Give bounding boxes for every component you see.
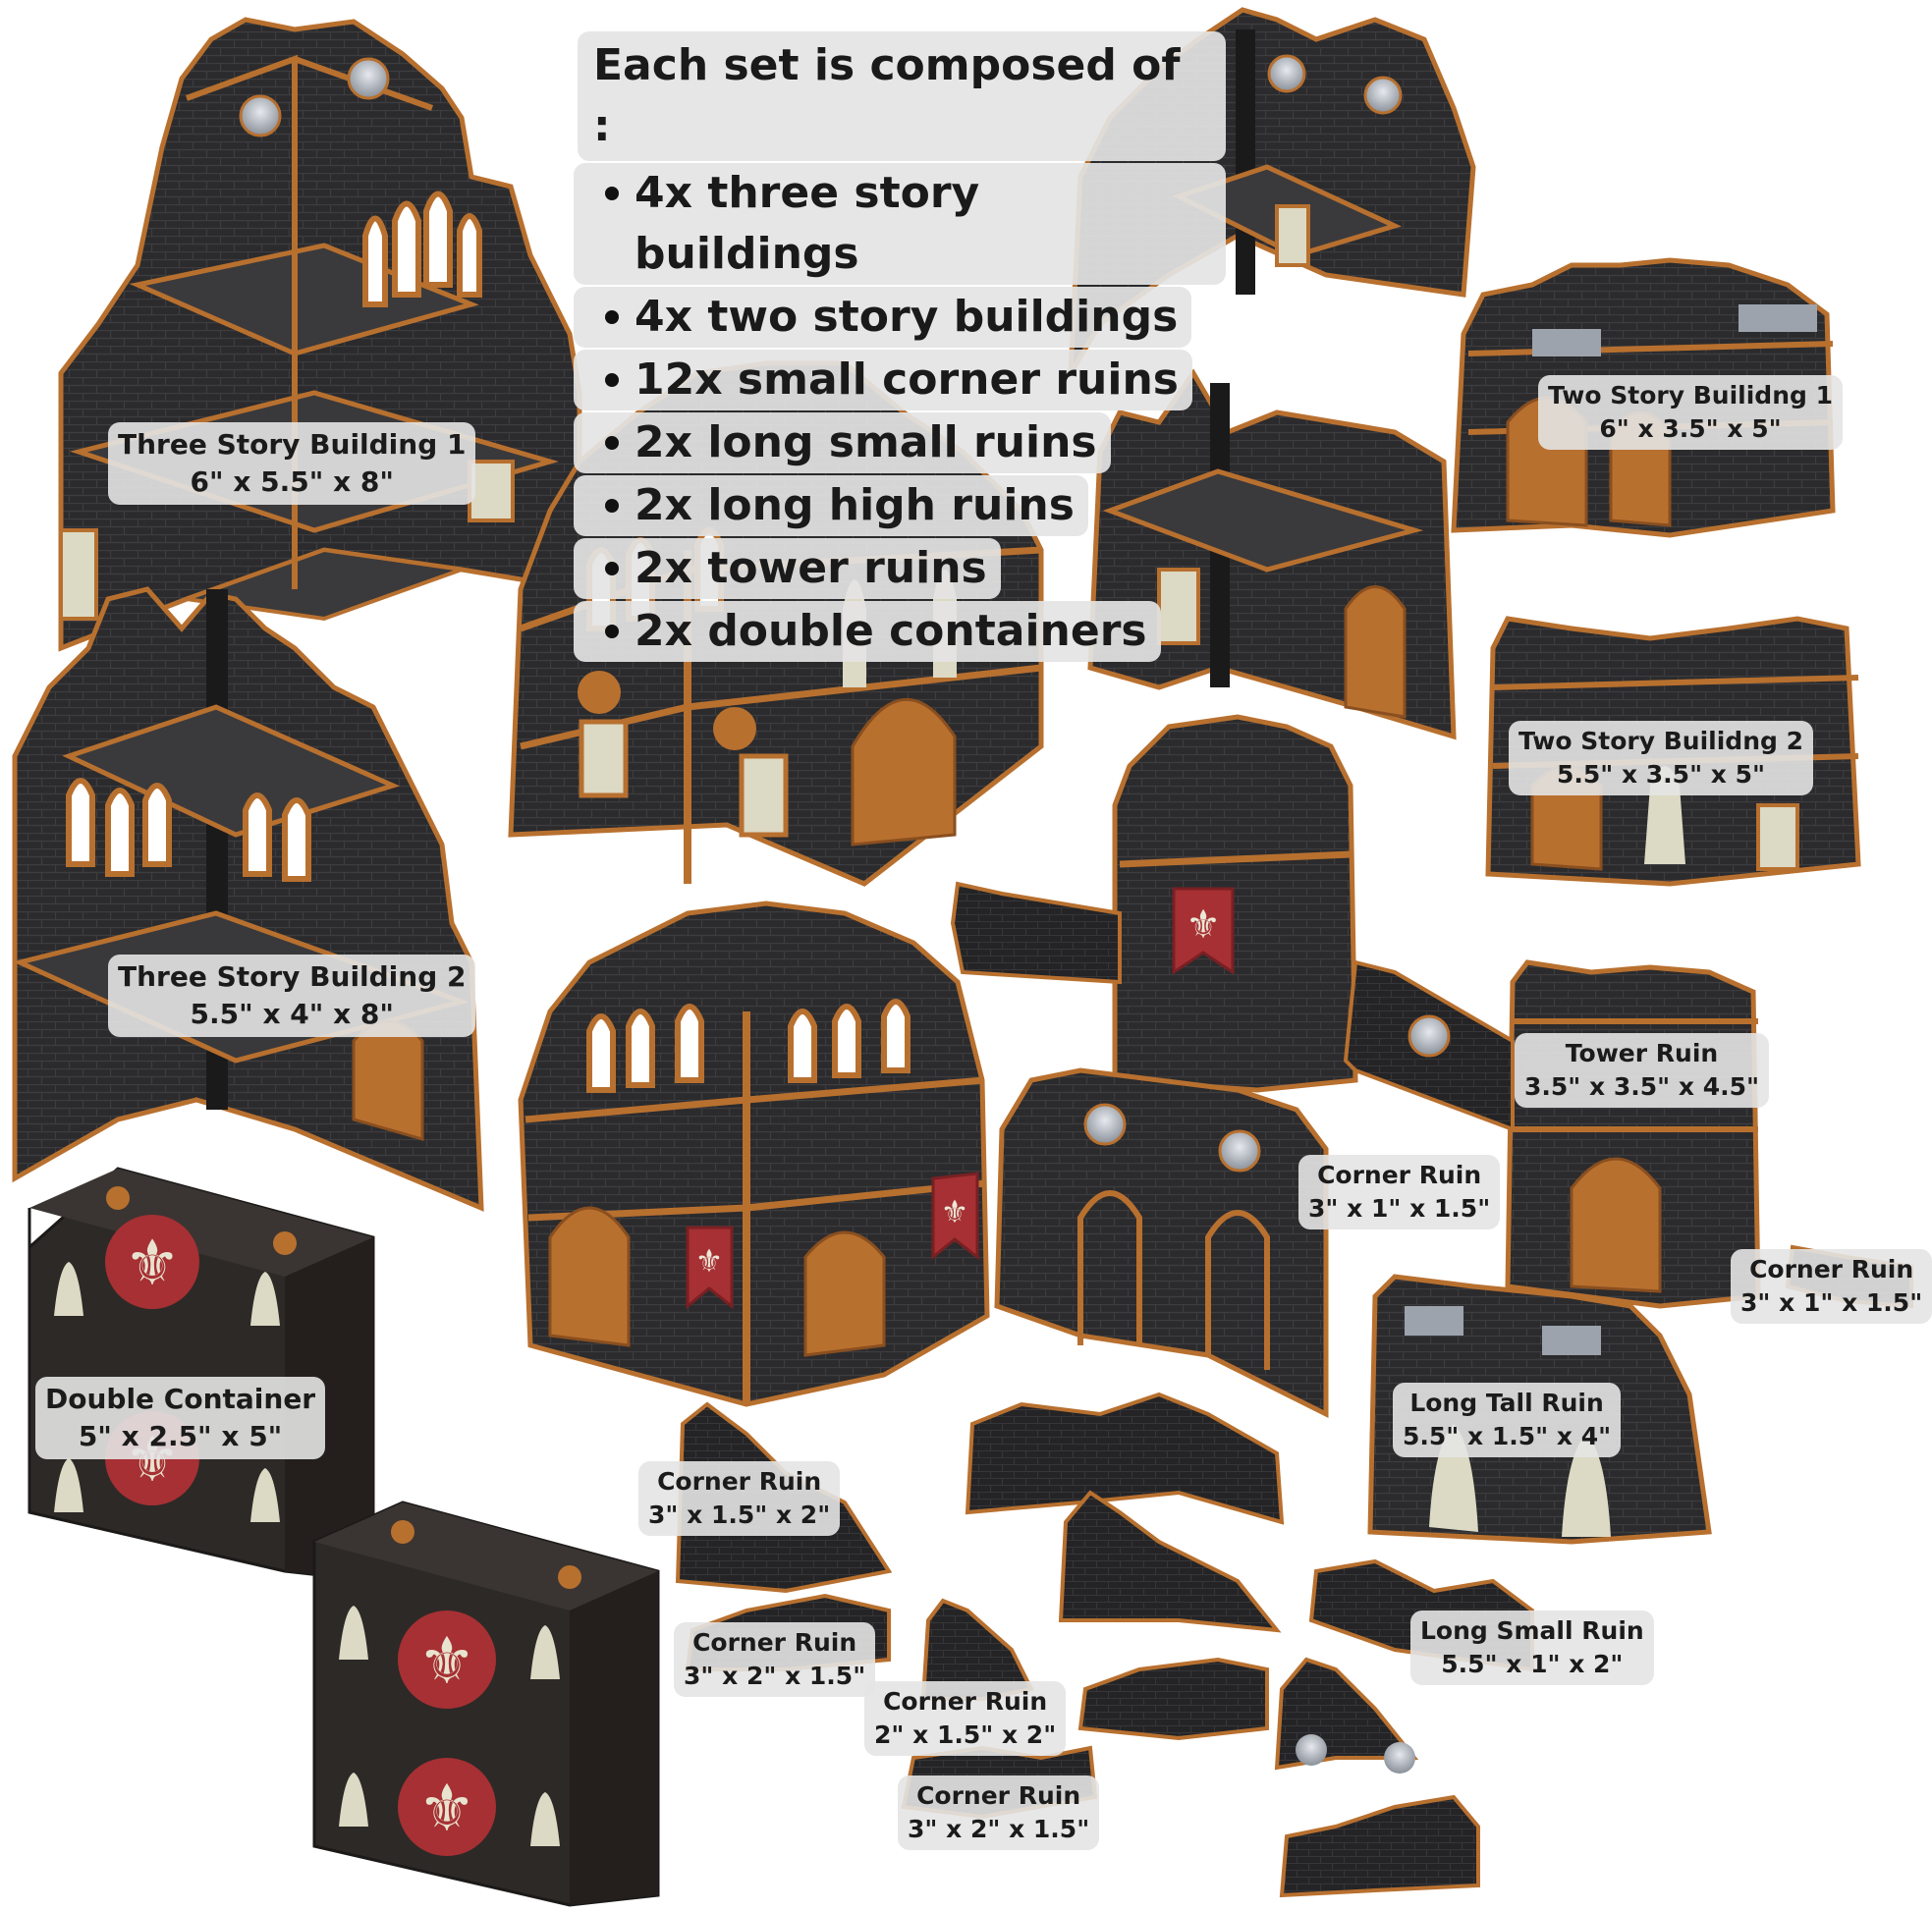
list-item: 2x long high ruins <box>574 475 1226 536</box>
list-item: 4x two story buildings <box>574 287 1226 348</box>
list-item: 2x double containers <box>574 601 1226 662</box>
label-corner-ruin-f: Corner Ruin 3" x 2" x 1.5" <box>898 1775 1100 1850</box>
svg-text:⚜: ⚜ <box>417 1771 475 1846</box>
label-long-tall-ruin: Long Tall Ruin 5.5" x 1.5" x 4" <box>1393 1383 1622 1457</box>
double-container-1: ⚜ ⚜ <box>28 1167 375 1583</box>
label-three-story-building-1: Three Story Building 1 6" x 5.5" x 8" <box>108 422 476 505</box>
label-corner-ruin-d: Corner Ruin 3" x 2" x 1.5" <box>674 1622 876 1697</box>
label-three-story-building-2: Three Story Building 2 5.5" x 4" x 8" <box>108 955 476 1037</box>
list-item: 4x three story buildings <box>574 163 1226 285</box>
bullet-icon <box>605 562 619 575</box>
middle-corner-building <box>1087 368 1457 740</box>
bullet-icon <box>605 499 619 513</box>
svg-text:⚜: ⚜ <box>124 1228 180 1300</box>
bullet-icon <box>605 373 619 387</box>
double-container-2: ⚜ ⚜ <box>312 1501 660 1907</box>
svg-text:⚜: ⚜ <box>695 1242 724 1280</box>
three-story-building-1 <box>58 17 582 652</box>
bullet-icon <box>605 310 619 324</box>
long-wall-ruin <box>994 1067 1329 1419</box>
label-long-small-ruin: Long Small Ruin 5.5" x 1" x 2" <box>1410 1611 1654 1685</box>
composition-items: 4x three story buildings 4x two story bu… <box>574 163 1226 662</box>
label-corner-ruin-a: Corner Ruin 3" x 1" x 1.5" <box>1298 1155 1501 1229</box>
banner-tower: ⚜ <box>950 714 1358 1093</box>
bullet-icon <box>605 436 619 450</box>
bullet-icon <box>605 187 619 200</box>
label-two-story-building-2: Two Story Builidng 2 5.5" x 3.5" x 5" <box>1509 721 1813 795</box>
lower-central-building: ⚜ ⚜ <box>518 901 990 1407</box>
tower-ruin <box>1343 959 1761 1309</box>
label-tower-ruin: Tower Ruin 3.5" x 3.5" x 4.5" <box>1515 1033 1770 1108</box>
bullet-icon <box>605 625 619 638</box>
list-item: 12x small corner ruins <box>574 350 1226 410</box>
three-story-building-2 <box>12 586 484 1212</box>
label-two-story-building-1: Two Story Builidng 1 6" x 3.5" x 5" <box>1538 375 1843 450</box>
label-corner-ruin-c: Corner Ruin 3" x 1.5" x 2" <box>638 1461 841 1536</box>
set-composition-list: Each set is composed of : 4x three story… <box>574 31 1226 662</box>
svg-text:⚜: ⚜ <box>941 1193 969 1230</box>
list-item: 2x long small ruins <box>574 412 1226 473</box>
svg-text:⚜: ⚜ <box>1186 902 1221 948</box>
svg-text:⚜: ⚜ <box>417 1623 475 1699</box>
label-corner-ruin-e: Corner Ruin 2" x 1.5" x 2" <box>864 1681 1067 1756</box>
label-double-container: Double Container 5" x 2.5" x 5" <box>35 1377 326 1459</box>
label-corner-ruin-b: Corner Ruin 3" x 1" x 1.5" <box>1731 1249 1932 1324</box>
list-item: 2x tower ruins <box>574 538 1226 599</box>
composition-title: Each set is composed of : <box>578 31 1226 161</box>
